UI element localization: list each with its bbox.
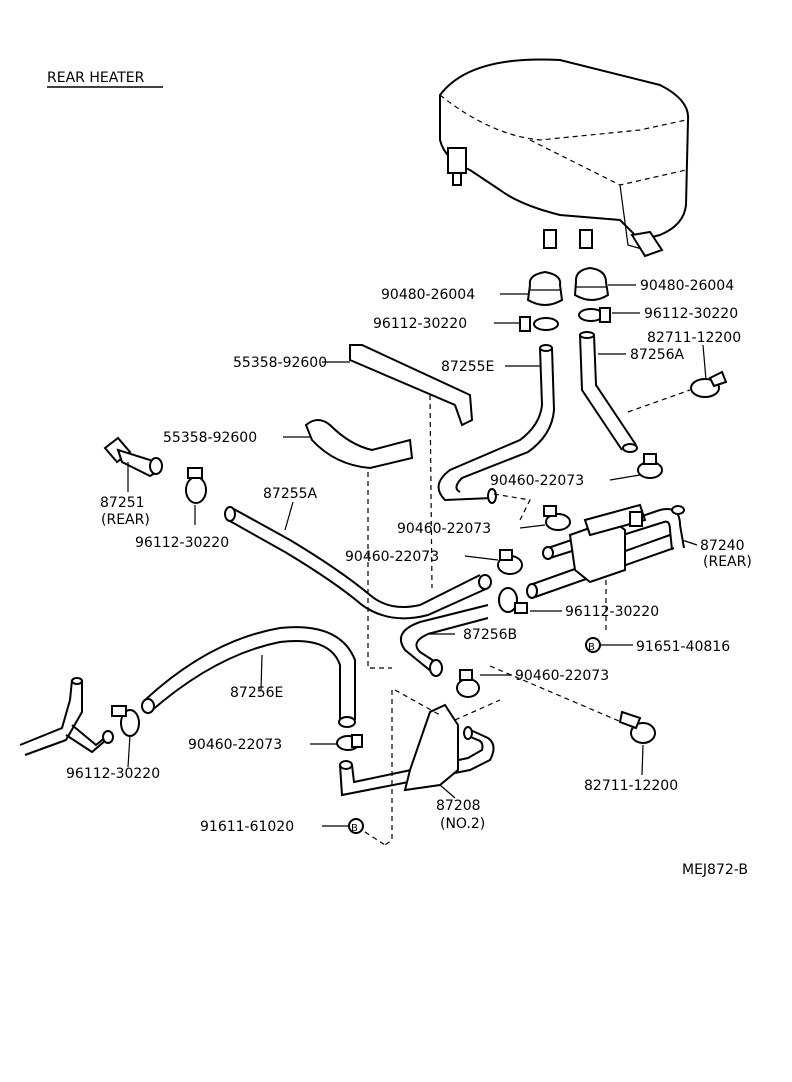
diagram-code: MEJ872-B xyxy=(682,862,748,878)
seal-strip-upper xyxy=(349,344,474,427)
label-90480-26004-left: 90480-26004 xyxy=(381,287,475,303)
label-90460-22073-d: 90460-22073 xyxy=(515,668,609,684)
clamp-82711-upper xyxy=(690,370,728,398)
label-87256B: 87256B xyxy=(463,627,517,643)
bolt-91651: B xyxy=(585,637,601,653)
pipe-stub-left xyxy=(19,677,114,756)
seal-strip-lower xyxy=(304,419,414,470)
diagram-title: REAR HEATER xyxy=(47,70,145,86)
clamp-90460-d xyxy=(456,669,480,698)
label-87240-rear: (REAR) xyxy=(703,554,752,570)
label-87256E: 87256E xyxy=(230,685,283,701)
label-87251-rear: (REAR) xyxy=(101,512,150,528)
hose-87256E xyxy=(144,626,356,722)
hose-87255E xyxy=(437,347,544,502)
grommet-left xyxy=(526,270,564,306)
label-91611-61020: 91611-61020 xyxy=(200,819,294,835)
label-91651-40816: 91651-40816 xyxy=(636,639,730,655)
clamp-90460-a xyxy=(637,453,663,479)
label-96112-30220-mid-left: 96112-30220 xyxy=(135,535,229,551)
hose-87255A xyxy=(227,507,489,620)
clamp-96112-left xyxy=(185,467,207,504)
label-82711-12200-lower: 82711-12200 xyxy=(584,778,678,794)
grommet-right xyxy=(573,266,610,301)
svg-text:B: B xyxy=(351,823,358,834)
pipe-87208 xyxy=(339,703,495,797)
label-87208-no2: (NO.2) xyxy=(440,816,485,832)
label-96112-30220-right: 96112-30220 xyxy=(644,306,738,322)
label-87240: 87240 xyxy=(700,538,745,554)
label-87255A: 87255A xyxy=(263,486,318,502)
label-96112-30220-lower: 96112-30220 xyxy=(66,766,160,782)
label-90460-22073-b: 90460-22073 xyxy=(397,521,491,537)
clamp-90460-c xyxy=(497,549,523,575)
label-87251: 87251 xyxy=(100,495,145,511)
hose-87256B xyxy=(400,604,489,673)
label-90460-22073-a: 90460-22073 xyxy=(490,473,584,489)
label-87255E: 87255E xyxy=(441,359,494,375)
clamp-90460-b xyxy=(543,505,571,531)
label-90460-22073-c: 90460-22073 xyxy=(345,549,439,565)
bolt-91611: B xyxy=(348,818,364,834)
label-96112-30220-left: 96112-30220 xyxy=(373,316,467,332)
clamp-90460-e xyxy=(336,734,363,751)
leader-lines xyxy=(127,284,707,827)
label-55358-92600-lower: 55358-92600 xyxy=(163,430,257,446)
clamp-upper-right xyxy=(578,307,611,323)
label-87256A: 87256A xyxy=(630,347,685,363)
label-87208: 87208 xyxy=(436,798,481,814)
label-96112-30220-mid: 96112-30220 xyxy=(565,604,659,620)
pipe-assembly-87240 xyxy=(526,503,685,599)
clamp-96112-mid xyxy=(498,587,528,614)
rear-heater-unit xyxy=(439,58,690,258)
svg-text:B: B xyxy=(588,642,595,653)
label-90460-22073-e: 90460-22073 xyxy=(188,737,282,753)
clamp-82711-lower xyxy=(618,710,656,744)
clamp-96112-lower xyxy=(111,705,140,737)
valve-87251 xyxy=(103,436,163,478)
clamp-upper-left xyxy=(519,316,559,332)
label-82711-12200-upper: 82711-12200 xyxy=(647,330,741,346)
label-55358-92600-upper: 55358-92600 xyxy=(233,355,327,371)
hose-87256A xyxy=(579,334,637,451)
label-90480-26004-right: 90480-26004 xyxy=(640,278,734,294)
